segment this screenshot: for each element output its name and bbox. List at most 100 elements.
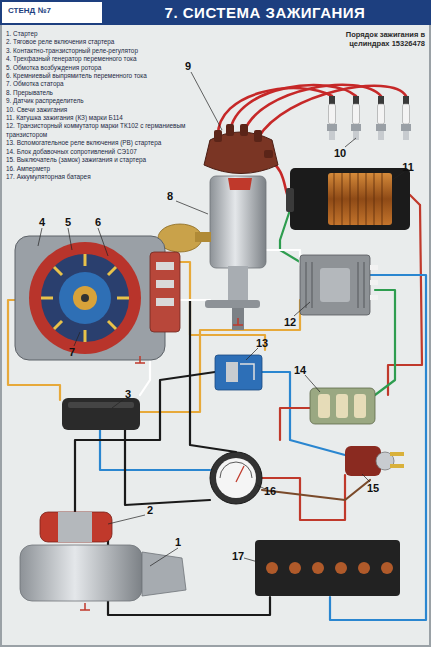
ignition-coil: [366, 173, 367, 225]
generator: [156, 262, 174, 270]
callout-number: 10: [334, 147, 346, 159]
spark-plug: [351, 96, 361, 140]
resistor-block: [310, 388, 375, 424]
generator: [15, 236, 165, 360]
distributor-cap: [204, 124, 278, 174]
distributor: [205, 300, 260, 308]
spark-plug: [329, 96, 335, 104]
generator: [41, 254, 129, 342]
generator: [54, 267, 62, 275]
parts-list-item: 17. Аккумуляторная батарея: [6, 173, 188, 181]
generator: [81, 294, 89, 302]
parts-list-item: 1. Стартер: [6, 30, 188, 38]
ignition-coil: [286, 168, 410, 230]
callout-number: 14: [294, 364, 306, 376]
leader-line: [74, 332, 80, 346]
title-band: [2, 2, 102, 23]
leader-line: [392, 172, 404, 180]
starter: [40, 512, 112, 542]
ground-symbol: [233, 318, 243, 325]
parts-list: 1. Стартер2. Тяговое реле включения стар…: [6, 30, 188, 181]
parts-list-item: 2. Тяговое реле включения стартера: [6, 38, 188, 46]
battery: [266, 562, 278, 574]
generator: [84, 254, 87, 266]
battery: [381, 562, 393, 574]
callout-number: 3: [125, 388, 131, 400]
parts-list-item: 7. Обмотка статора: [6, 80, 188, 88]
callout-number: 13: [256, 337, 268, 349]
leader-line: [68, 228, 72, 250]
generator: [41, 297, 53, 300]
transistor-commutator: [311, 262, 312, 308]
wire: [172, 262, 265, 350]
callout-number: 12: [284, 316, 296, 328]
leader-line: [345, 138, 356, 147]
starter-relay: [215, 355, 262, 390]
parts-list-item: 8. Прерыватель: [6, 89, 188, 97]
starter-relay: [215, 355, 262, 390]
voltage-regulator: [62, 398, 140, 430]
callout-number: 15: [367, 482, 379, 494]
transistor-commutator: [305, 262, 306, 308]
wire: [262, 480, 370, 500]
ground-symbol: [80, 603, 90, 610]
title-band: [0, 0, 431, 25]
spark-plug: [403, 104, 410, 124]
callout-number: 8: [167, 190, 173, 202]
generator: [59, 272, 111, 324]
ignition-coil: [358, 173, 359, 225]
distributor: [210, 176, 266, 268]
resistor-block: [310, 388, 375, 424]
leader-line: [294, 302, 310, 316]
ammeter: [210, 452, 262, 504]
generator: [84, 330, 87, 342]
ignition-switch: [390, 464, 404, 468]
callout-number: 9: [185, 60, 191, 72]
stand-number: СТЕНД №7: [8, 6, 98, 15]
ignition-coil: [328, 173, 392, 225]
wire: [280, 408, 310, 440]
ignition-coil: [374, 173, 375, 225]
starter-relay: [240, 364, 254, 380]
spark-plug: [376, 96, 386, 140]
spark-plug: [378, 96, 384, 104]
ignition-coil: [382, 173, 383, 225]
spark-plug: [353, 96, 359, 104]
spark-plug: [353, 104, 360, 124]
spark-plug: [327, 96, 337, 140]
ignition-coil: [334, 173, 382, 225]
starter-relay: [226, 362, 238, 382]
ignition-switch: [345, 446, 404, 476]
ht-wire: [244, 85, 381, 132]
wire: [265, 250, 300, 265]
parts-list-item: 15. Выключатель (замок) зажигания и стар…: [6, 156, 188, 164]
distributor: [228, 178, 252, 190]
generator: [54, 321, 62, 329]
voltage-regulator: [68, 402, 134, 408]
firing-order: Порядок зажигания в целиндрах 15326478: [325, 30, 425, 48]
spark-plug: [327, 96, 411, 140]
leader-line: [108, 515, 145, 524]
transistor-commutator: [357, 262, 358, 308]
transistor-commutator: [370, 295, 378, 300]
ammeter: [216, 458, 256, 498]
generator: [150, 252, 180, 332]
battery: [289, 562, 301, 574]
ammeter: [220, 462, 252, 478]
spark-plug: [401, 96, 411, 140]
callout-number: 16: [264, 485, 276, 497]
battery: [312, 562, 324, 574]
distributor-cap: [214, 130, 222, 142]
transistor-commutator: [300, 255, 378, 315]
transistor-commutator: [370, 280, 378, 285]
ground-symbol: [135, 356, 145, 363]
distributor-cap: [240, 124, 248, 136]
battery: [255, 540, 400, 596]
parts-list-item: 4. Трехфазный генератор переменного тока: [6, 55, 188, 63]
starter: [20, 512, 186, 601]
title: 7. СИСТЕМА ЗАЖИГАНИЯ: [105, 3, 425, 22]
